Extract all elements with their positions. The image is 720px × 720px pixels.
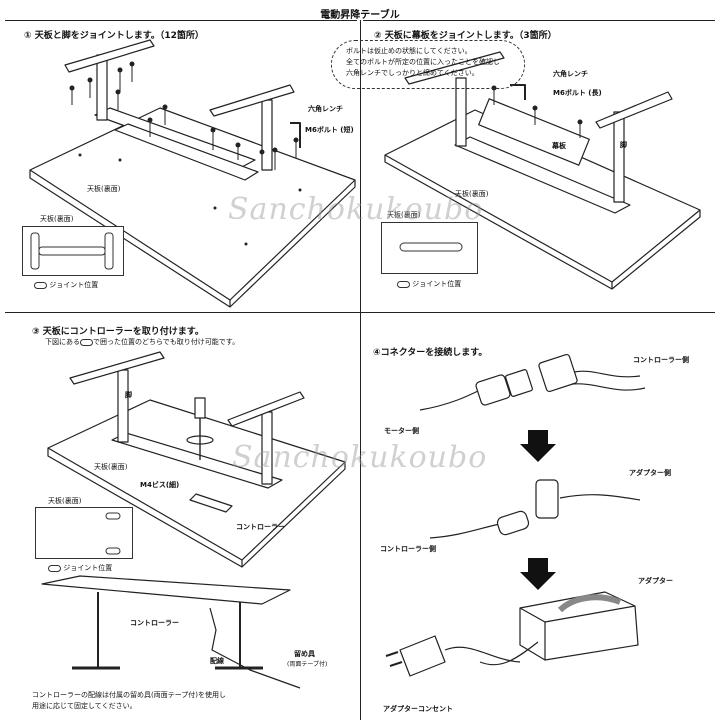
step1-note-bubble: ボルトは仮止めの状態にしてください。 全てのボルトが所定の位置に入ったことを確認… bbox=[331, 40, 525, 89]
joint-oval-icon bbox=[34, 281, 47, 289]
step1-leg-right bbox=[261, 99, 273, 171]
step3-screw-label: M4ビス(細) bbox=[140, 481, 180, 489]
step3-controller-label: コントローラー bbox=[236, 523, 285, 531]
watermark: Sanchokukoubo bbox=[232, 440, 488, 475]
vertical-divider bbox=[360, 20, 361, 720]
step3-heading: ③ 天板にコントローラーを取り付けます。 bbox=[32, 327, 204, 337]
step3-leg-left bbox=[117, 369, 129, 443]
step4-adapter-outlet-label: アダプターコンセント bbox=[383, 705, 453, 713]
step4-adapter-connector bbox=[429, 479, 641, 539]
step1-bolt-label: M6ボルト (短) bbox=[305, 126, 354, 134]
step3-controller bbox=[189, 493, 233, 513]
step1-joint-legend-text: ジョイント位置 bbox=[49, 281, 99, 289]
joint-oval-icon bbox=[80, 338, 93, 346]
step2-leg-right bbox=[613, 111, 625, 203]
horizontal-divider bbox=[5, 312, 715, 313]
step1-note-line: 六角レンチでしっかりと締めてください。 bbox=[346, 69, 479, 77]
step4-controller-connector bbox=[538, 353, 646, 393]
step1-hex-wrench bbox=[290, 122, 301, 148]
title-underline-right bbox=[363, 20, 715, 21]
joint-oval-icon bbox=[397, 280, 410, 288]
joint-oval-icon bbox=[48, 564, 61, 572]
step2-leg-left bbox=[455, 77, 467, 147]
step1-inset-title: 天板(裏面) bbox=[40, 215, 74, 223]
step4-motor-connector bbox=[419, 369, 533, 411]
step2-joint-legend-text: ジョイント位置 bbox=[412, 280, 462, 288]
step4-plug bbox=[385, 635, 539, 677]
step4-adapter-side-label: アダプター側 bbox=[629, 469, 671, 477]
step1-heading: ① 天板と脚をジョイントします。（12箇所） bbox=[24, 31, 204, 41]
step1-note-line: ボルトは仮止めの状態にしてください。 bbox=[346, 47, 472, 55]
step3-footer-line: 用途に応じて固定してください。 bbox=[32, 702, 137, 710]
page-title: 電動昇降テーブル bbox=[320, 10, 400, 21]
step2-joint-legend: ジョイント位置 bbox=[397, 279, 461, 289]
step1-note-line: 全てのボルトが所定の位置に入ったことを確認し bbox=[346, 58, 500, 66]
step4-controller-side-label-2: コントローラー側 bbox=[380, 545, 436, 553]
step1-joint-legend: ジョイント位置 bbox=[34, 280, 98, 290]
step3-joint-legend: ジョイント位置 bbox=[48, 563, 112, 573]
step3-subheading-text: 下図にある bbox=[45, 338, 80, 346]
step2-tabletop-label: 天板(裏面) bbox=[455, 190, 489, 198]
step1-note: ボルトは仮止めの状態にしてください。 全てのボルトが所定の位置に入ったことを確認… bbox=[346, 46, 500, 79]
step2-modesty-panel-label: 幕板 bbox=[552, 142, 566, 150]
down-arrow-1 bbox=[520, 430, 556, 462]
step3-clip-label: 留め具 bbox=[294, 650, 315, 658]
step1-tabletop-label: 天板(裏面) bbox=[87, 185, 121, 193]
step4-adapter bbox=[519, 591, 639, 661]
step2-bolt-label: M6ボルト (長) bbox=[553, 89, 602, 97]
step3-inset-title: 天板(裏面) bbox=[48, 497, 82, 505]
step1-leg-left bbox=[96, 54, 108, 121]
step4-heading: ④コネクターを接続します。 bbox=[373, 348, 488, 358]
step2-modesty-panel bbox=[478, 98, 590, 166]
step3-tabletop-label: 天板(裏面) bbox=[94, 463, 128, 471]
title-underline bbox=[5, 20, 357, 21]
step3-desk-photo bbox=[41, 575, 291, 605]
step2-heading: ② 天板に幕板をジョイントします。（3箇所） bbox=[374, 31, 557, 41]
step3-footer-line: コントローラーの配線は付属の留め具(両面テープ付)を使用し bbox=[32, 691, 227, 699]
step3-footer: コントローラーの配線は付属の留め具(両面テープ付)を使用し 用途に応じて固定して… bbox=[32, 690, 226, 712]
step2-hex-wrench-label: 六角レンチ bbox=[553, 70, 588, 78]
step3-wiring-label: 配線 bbox=[210, 657, 224, 665]
step3-joint-legend-text: ジョイント位置 bbox=[63, 564, 113, 572]
step2-inset-diagram bbox=[381, 222, 478, 274]
down-arrow-2 bbox=[520, 558, 556, 590]
step3-subheading: 下図にある で囲った位置のどちらでも取り付け可能です。 bbox=[45, 337, 239, 347]
step2-inset-title: 天板(裏面) bbox=[387, 211, 421, 219]
watermark: Sanchokukoubo bbox=[228, 192, 484, 227]
step2-leg-label: 脚 bbox=[620, 141, 627, 149]
step1-hex-wrench-label: 六角レンチ bbox=[308, 105, 343, 113]
step3-inset-diagram bbox=[35, 507, 133, 559]
step4-controller-side-label: コントローラー側 bbox=[633, 356, 689, 364]
step3-clip-sub: (両面テープ付) bbox=[287, 661, 328, 668]
step3-controller-label-2: コントローラー bbox=[130, 619, 179, 627]
step2-hex-wrench bbox=[510, 84, 526, 100]
step4-motor-side-label: モーター側 bbox=[384, 427, 419, 435]
step4-adapter-label: アダプター bbox=[638, 577, 673, 585]
step3-subheading-tail: で囲った位置のどちらでも取り付け可能です。 bbox=[93, 338, 240, 346]
step3-leg-label: 脚 bbox=[125, 391, 132, 399]
step1-inset-diagram bbox=[22, 226, 124, 276]
